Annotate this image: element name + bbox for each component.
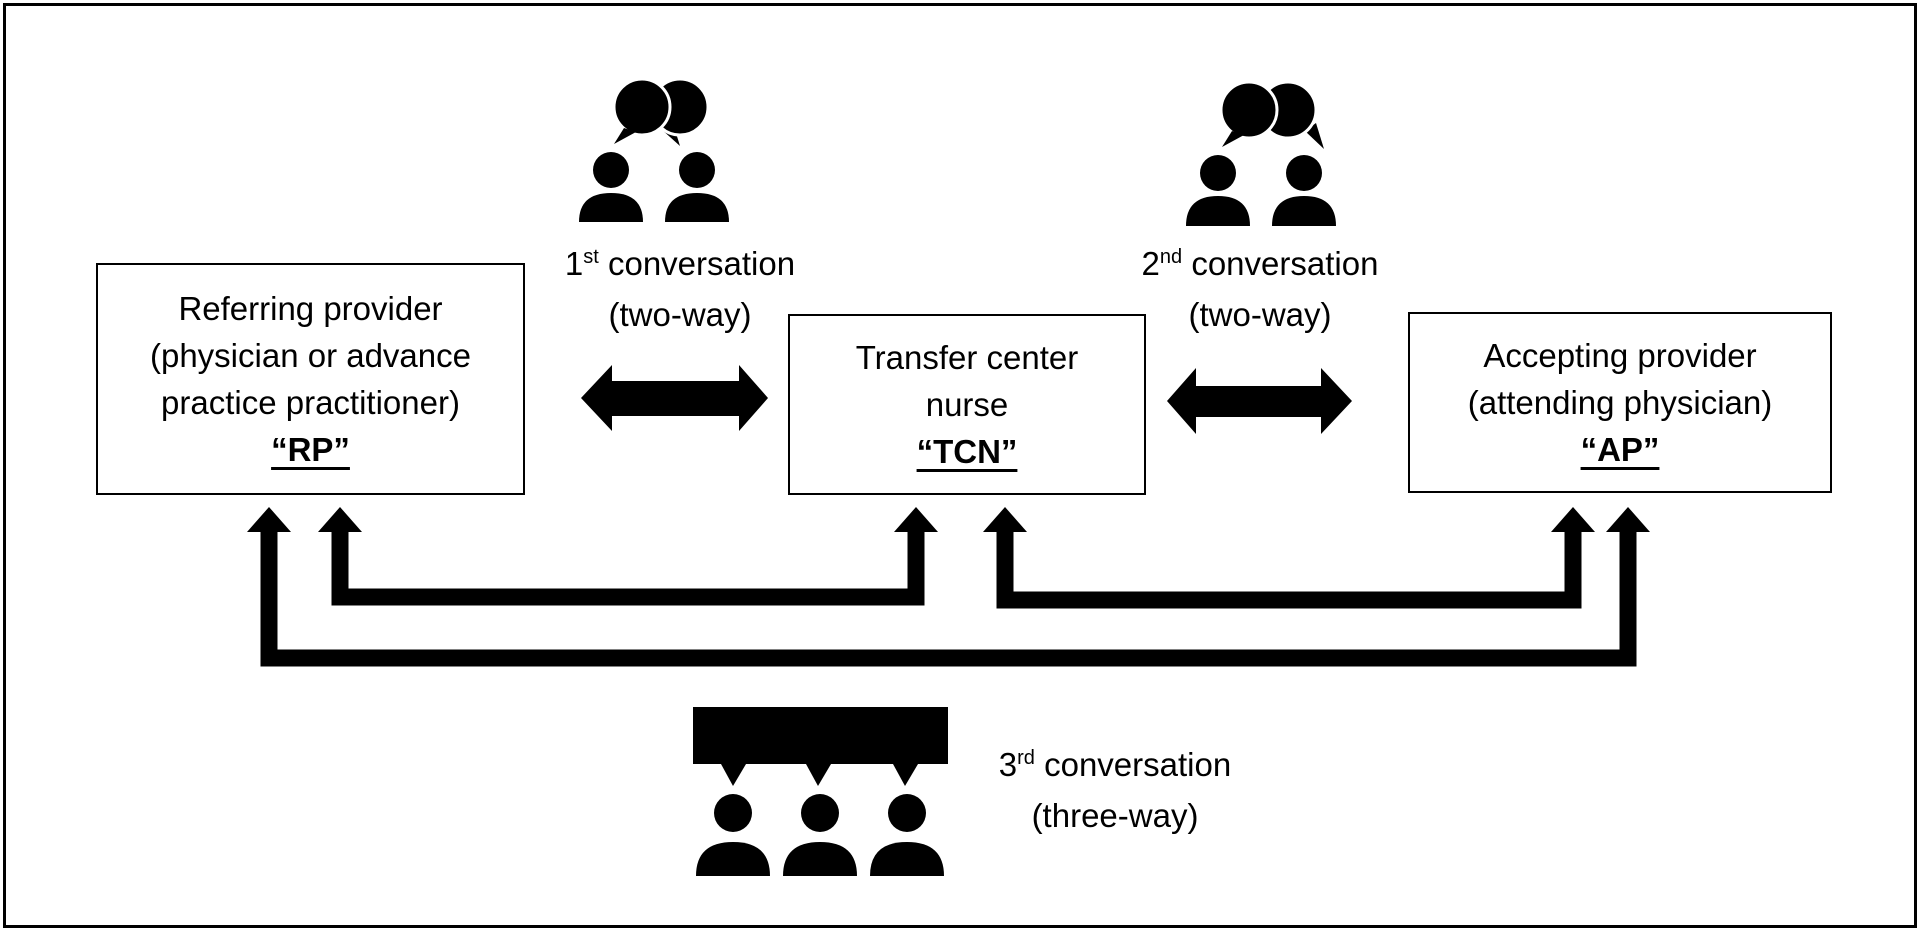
third-conversation-label: 3rd conversation (three-way) bbox=[960, 739, 1270, 841]
rp-abbreviation: “RP” bbox=[271, 431, 350, 468]
ap-line-1: Accepting provider bbox=[1483, 337, 1757, 374]
arrowhead-ap-inner bbox=[1551, 507, 1595, 532]
connector-rp-tcn bbox=[331, 530, 925, 606]
first-conversation-title: 1st conversation bbox=[564, 245, 796, 282]
accepting-provider-box: Accepting provider (attending physician)… bbox=[1408, 312, 1832, 493]
second-conversation-label: 2nd conversation (two-way) bbox=[1100, 238, 1420, 340]
arrowhead-tcn-right bbox=[983, 507, 1027, 532]
tcn-line-1: Transfer center bbox=[855, 339, 1079, 376]
connector-rp-ap bbox=[260, 530, 1637, 667]
third-conversation-title: 3rd conversation bbox=[998, 746, 1232, 783]
third-conversation-mode: (three-way) bbox=[1031, 797, 1199, 834]
two-people-chat-icon bbox=[579, 77, 729, 222]
three-people-group-chat-icon bbox=[693, 707, 948, 876]
two-way-arrow-tcn-ap bbox=[1167, 368, 1352, 434]
rp-line-1: Referring provider bbox=[178, 290, 443, 327]
referring-provider-box: Referring provider (physician or advance… bbox=[96, 263, 525, 495]
rp-line-3: practice practitioner) bbox=[161, 384, 460, 421]
first-conversation-label: 1st conversation (two-way) bbox=[520, 238, 840, 340]
arrowhead-rp-outer bbox=[247, 507, 291, 532]
connector-tcn-ap bbox=[996, 530, 1582, 609]
ap-abbreviation: “AP” bbox=[1580, 431, 1660, 468]
second-conversation-mode: (two-way) bbox=[1188, 296, 1332, 333]
first-conversation-mode: (two-way) bbox=[608, 296, 752, 333]
tcn-line-2: nurse bbox=[925, 386, 1009, 423]
arrowhead-rp-inner bbox=[318, 507, 362, 532]
two-way-arrow-rp-tcn bbox=[581, 365, 768, 431]
ap-line-2: (attending physician) bbox=[1467, 384, 1773, 421]
rp-line-2: (physician or advance bbox=[149, 337, 471, 374]
transfer-center-nurse-box: Transfer center nurse “TCN” bbox=[788, 314, 1146, 495]
tcn-abbreviation: “TCN” bbox=[916, 433, 1018, 470]
second-conversation-title: 2nd conversation bbox=[1141, 245, 1379, 282]
two-people-chat-icon bbox=[1186, 80, 1336, 226]
arrowhead-tcn-left bbox=[894, 507, 938, 532]
arrowhead-ap-outer bbox=[1606, 507, 1650, 532]
